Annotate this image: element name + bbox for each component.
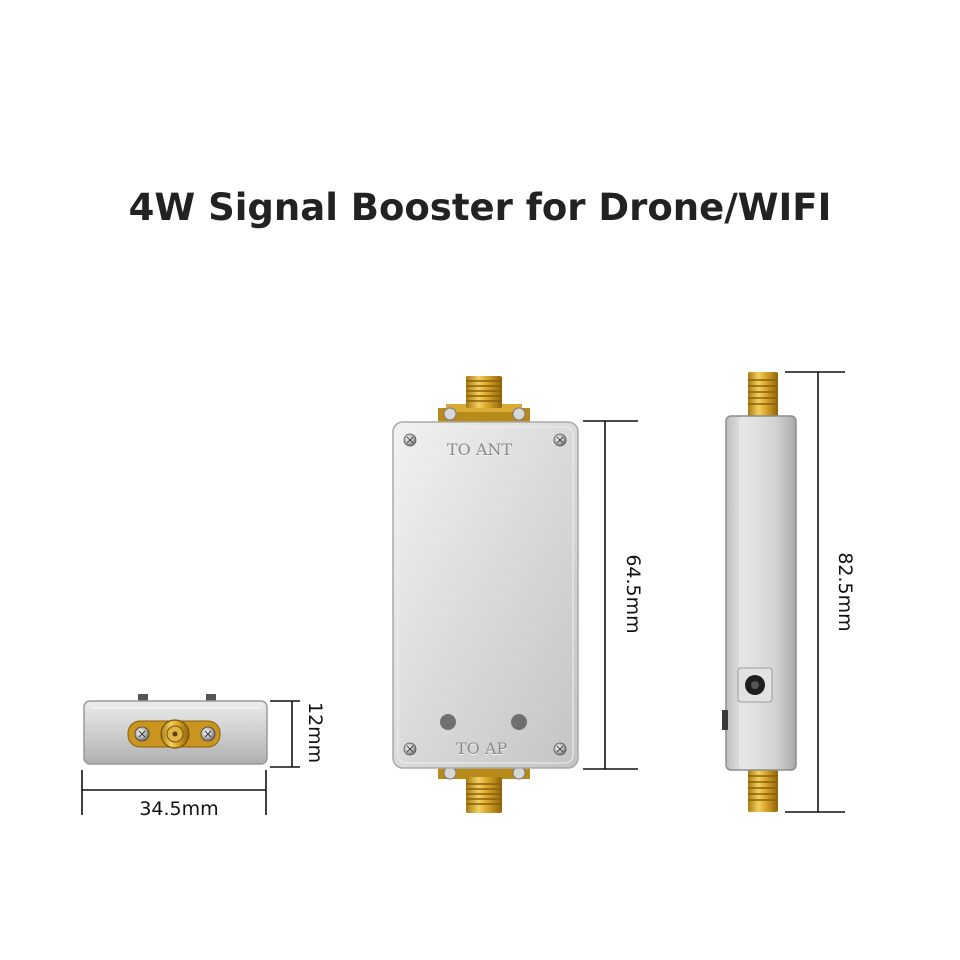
led-indicator (511, 714, 527, 730)
end-view (83, 694, 268, 765)
end-thickness-dimension (270, 700, 300, 768)
front-housing (392, 421, 579, 769)
top-sma-connector (438, 376, 530, 424)
bottom-sma-connector (438, 765, 530, 813)
screw-icon (403, 433, 567, 756)
end-width-dimension (81, 770, 267, 815)
side-top-sma-connector (748, 372, 778, 418)
front-view (392, 376, 579, 813)
side-height-label: 82.5mm (834, 552, 856, 632)
page-title: 4W Signal Booster for Drone/WIFI (128, 186, 832, 229)
to-ant-label: TO ANT (447, 440, 513, 459)
to-ap-label: TO AP (456, 739, 508, 758)
end-thickness-label: 12mm (304, 702, 326, 764)
end-width-label: 34.5mm (139, 798, 219, 820)
led-indicator (440, 714, 456, 730)
front-height-label: 64.5mm (622, 554, 644, 634)
side-housing (725, 415, 797, 771)
side-bottom-sma-connector (748, 766, 778, 812)
side-view (722, 372, 797, 812)
side-height-dimension (785, 371, 845, 813)
front-height-dimension (583, 420, 638, 770)
